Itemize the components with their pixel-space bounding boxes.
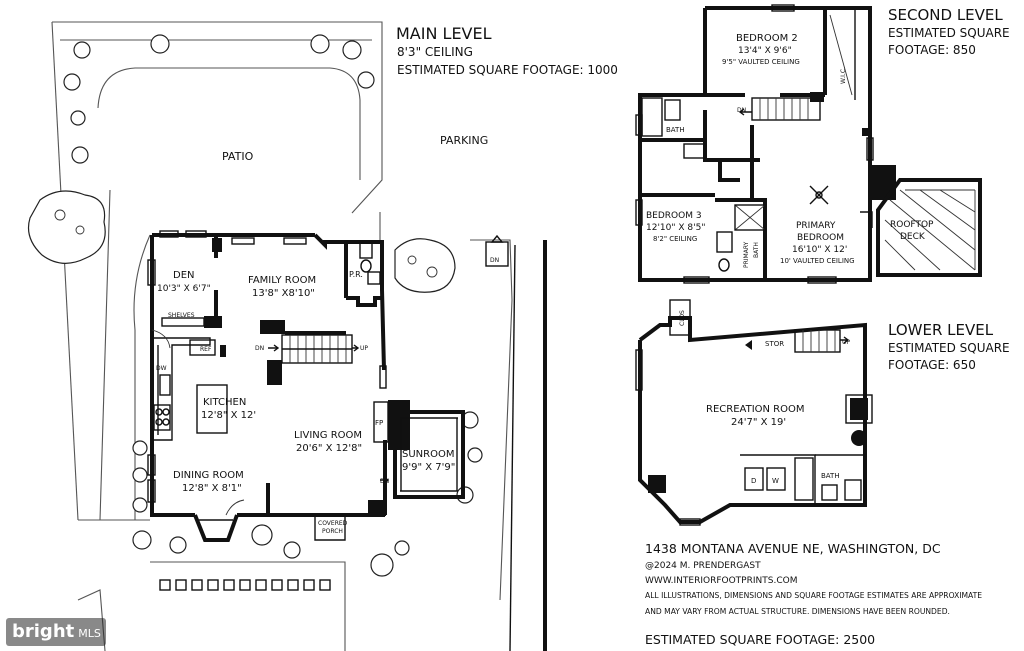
living-room-dim: 20'6" X 12'8" (296, 443, 362, 454)
family-room-name: FAMILY ROOM (248, 275, 316, 286)
tree-left (27, 190, 106, 264)
primary-bedroom-note: 10' VAULTED CEILING (780, 257, 855, 265)
living-room-name: LIVING ROOM (294, 430, 362, 441)
primary-bedroom-dim: 16'10" X 12' (792, 245, 847, 255)
bedroom3-dim: 12'10" X 8'5" (646, 223, 705, 233)
closet-label: CLOS (679, 310, 686, 326)
dining-room-dim: 12'8" X 8'1" (182, 483, 242, 494)
address-line: 1438 MONTANA AVENUE NE, WASHINGTON, DC (645, 541, 941, 556)
patio-shrubs (63, 34, 375, 164)
bedroom3-name: BEDROOM 3 (646, 211, 702, 221)
den-dim: 10'3" X 6'7" (157, 284, 211, 294)
den-name: DEN (173, 270, 195, 281)
porch-label: PORCH (322, 528, 343, 535)
parking-label: PARKING (440, 134, 488, 147)
lower-level-sqft-1: ESTIMATED SQUARE (888, 341, 1010, 355)
watermark-brand: bright (12, 621, 75, 642)
parking-dn-label: DN (490, 257, 499, 264)
website-line: WWW.INTERIORFOOTPRINTS.COM (645, 576, 798, 586)
powder-room-label: P.R. (349, 270, 363, 279)
second-level-sqft-1: ESTIMATED SQUARE (888, 26, 1010, 40)
rooftop-deck-label-1: ROOFTOP (890, 220, 934, 230)
deck-hatch (884, 189, 976, 271)
primary-bedroom-name-1: PRIMARY (796, 221, 836, 231)
lower-level-title: LOWER LEVEL (888, 321, 994, 339)
watermark-suffix: MLS (78, 627, 101, 640)
recreation-room-dim: 24'7" X 19' (731, 417, 786, 428)
main-level-title: MAIN LEVEL (396, 24, 492, 43)
bedroom2-name: BEDROOM 2 (736, 33, 798, 44)
second-level-plan (635, 4, 982, 284)
second-stairs (738, 97, 821, 121)
main-level-house (147, 230, 465, 542)
main-windows (147, 230, 387, 503)
bedroom3-note: 8'2" CEILING (653, 235, 697, 243)
washer-label: W (772, 477, 779, 485)
ceiling-fan (809, 185, 829, 205)
patio-label: PATIO (222, 150, 254, 163)
storage-label: STOR (765, 340, 784, 348)
lower-stairs-up-label: UP (842, 339, 850, 346)
disclaimer-line-2: AND MAY VARY FROM ACTUAL STRUCTURE. DIME… (645, 607, 950, 616)
bedroom2-dim: 13'4" X 9'6" (738, 46, 792, 56)
second-level-title: SECOND LEVEL (888, 6, 1003, 24)
bedroom2-note: 9'5" VAULTED CEILING (722, 58, 800, 66)
disclaimer-line-1: ALL ILLUSTRATIONS, DIMENSIONS AND SQUARE… (645, 591, 983, 600)
shelves-label: SHELVES (168, 312, 195, 319)
main-level-labels: PATIO PARKING DEN 10'3" X 6'7" FAMILY RO… (156, 134, 499, 535)
lower-windows (635, 349, 701, 526)
dryer-label: D (751, 477, 756, 485)
tree-right (394, 238, 456, 293)
sunroom-dn-label: DN (380, 478, 389, 485)
wic-label: W.I.C. (840, 67, 847, 84)
sunroom-name: SUNROOM (402, 449, 454, 460)
lower-level-labels: CLOS STOR UP RECREATION ROOM 24'7" X 19'… (679, 310, 850, 485)
main-stairs-dn-label: DN (255, 345, 264, 352)
dw-label: DW (156, 365, 167, 372)
copyright-line: @2024 M. PRENDERGAST (645, 561, 761, 571)
total-sqft-line: ESTIMATED SQUARE FOOTAGE: 2500 (645, 632, 876, 647)
main-stairs (268, 334, 360, 364)
fireplace-label: FP (375, 419, 383, 427)
second-level-labels: BEDROOM 2 13'4" X 9'6" 9'5" VAULTED CEIL… (646, 33, 934, 268)
lower-level-sqft-2: FOOTAGE: 650 (888, 358, 976, 372)
primary-bath-label-2: BATH (753, 242, 760, 258)
main-level-ceiling: 8'3" CEILING (397, 45, 473, 59)
sunroom-dim: 9'9" X 7'9" (402, 462, 455, 473)
second-level-sqft-2: FOOTAGE: 850 (888, 43, 976, 57)
front-shrubs (132, 411, 483, 577)
ref-label: REF (200, 346, 212, 353)
second-stairs-dn-label: DN (737, 107, 746, 114)
covered-label: COVERED (318, 520, 348, 527)
main-stairs-up-label: UP (360, 345, 368, 352)
lower-stairs (794, 329, 850, 353)
kitchen-name: KITCHEN (203, 397, 246, 408)
kitchen-dim: 12'8" X 12' (201, 410, 256, 421)
main-level-sqft: ESTIMATED SQUARE FOOTAGE: 1000 (397, 63, 618, 77)
primary-bath-label-1: PRIMARY (743, 241, 750, 268)
main-level-yard (27, 21, 547, 651)
second-windows (635, 4, 874, 284)
lower-level-plan (635, 299, 873, 526)
primary-bedroom-name-2: BEDROOM (797, 233, 844, 243)
recreation-room-name: RECREATION ROOM (706, 404, 805, 415)
paving-stones (159, 579, 331, 591)
lower-bath-label: BATH (821, 472, 840, 480)
dining-room-name: DINING ROOM (173, 470, 244, 481)
family-room-dim: 13'8" X8'10" (252, 288, 315, 299)
rooftop-deck-label-2: DECK (900, 232, 926, 242)
second-bath-label: BATH (666, 126, 685, 134)
